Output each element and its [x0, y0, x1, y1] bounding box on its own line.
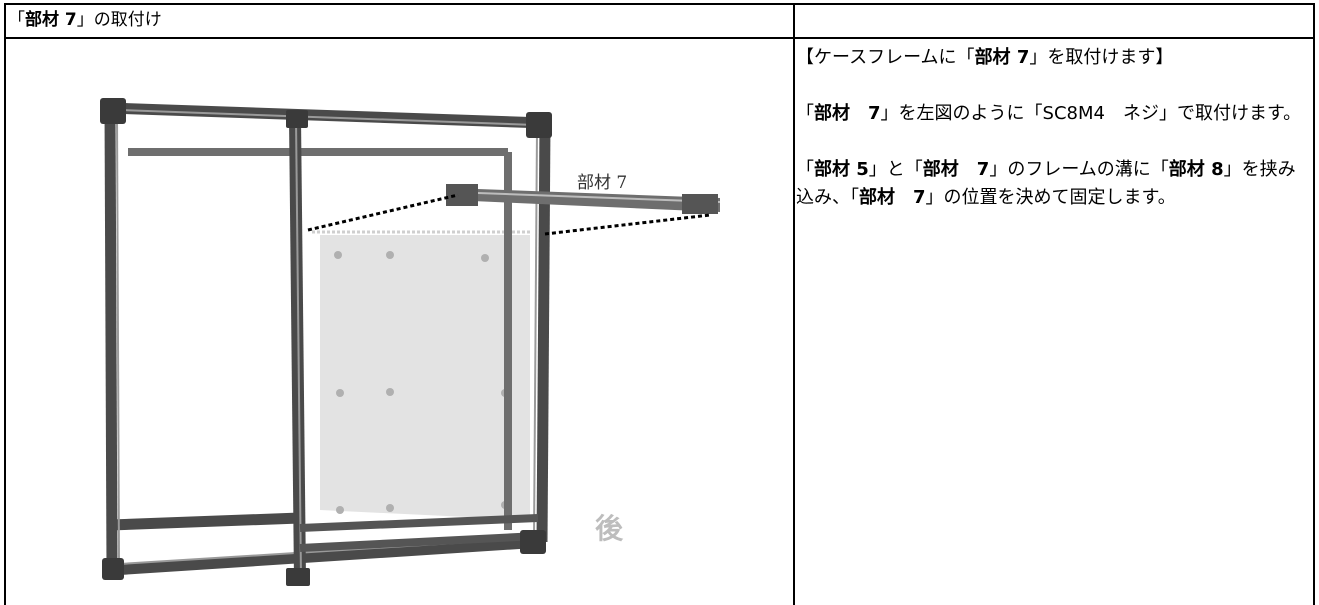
assembly-illustration: 部材 7 後	[90, 80, 750, 600]
p2-part7b: 部材 7	[859, 187, 926, 208]
header-divider	[6, 37, 1313, 39]
rear-label: 後	[595, 512, 624, 545]
p2-c: 」のフレームの溝に「	[989, 159, 1169, 180]
heading-part: 部材 7	[974, 47, 1030, 68]
instruction-heading: 【ケースフレームに「部材 7」を取付けます】	[796, 44, 1306, 72]
frame-drawing: 部材 7 後	[100, 98, 721, 586]
p2-part8: 部材 8	[1168, 159, 1224, 180]
heading-post: 」を取付けます】	[1029, 47, 1174, 68]
instruction-text: 【ケースフレームに「部材 7」を取付けます】 「部材 7」を左図のように「SC8…	[796, 44, 1306, 240]
p2-part7a: 部材 7	[922, 159, 990, 180]
title-open: 「	[8, 10, 25, 30]
instruction-table: 「部材 7」の取付け	[4, 3, 1315, 605]
back-panel	[320, 235, 530, 520]
heading-pre: 【ケースフレームに「	[796, 47, 975, 68]
part-7-callout: 部材 7	[577, 173, 627, 193]
middle-post	[289, 117, 306, 581]
p2-a: 「	[796, 159, 814, 180]
instruction-paragraph-1: 「部材 7」を左図のように「SC8M4 ネジ」で取付けます。	[796, 100, 1306, 128]
bottom-rails	[299, 514, 539, 552]
corner-brackets	[100, 98, 552, 586]
p1-part: 部材 7	[814, 103, 881, 124]
guide-lines	[307, 193, 711, 236]
p2-e: 」の位置を決めて固定します。	[925, 187, 1176, 208]
back-frame	[128, 148, 512, 530]
p1-text: 」を左図のように「SC8M4 ネジ」で取付けます。	[880, 103, 1302, 124]
title-rest: 」の取付け	[76, 10, 162, 30]
title-part: 部材 7	[25, 10, 77, 30]
step-title: 「部材 7」の取付け	[8, 8, 162, 32]
p1-pre: 「	[796, 103, 814, 124]
instruction-paragraph-2: 「部材 5」と「部材 7」のフレームの溝に「部材 8」を挟み込み、「部材 7」の…	[796, 156, 1306, 212]
column-divider	[793, 5, 795, 605]
p2-d: 」を挟み込み、「	[796, 159, 1296, 208]
part-7-beam	[446, 184, 721, 214]
p2-b: 」と「	[868, 159, 923, 180]
p2-part5: 部材 5	[814, 159, 869, 180]
